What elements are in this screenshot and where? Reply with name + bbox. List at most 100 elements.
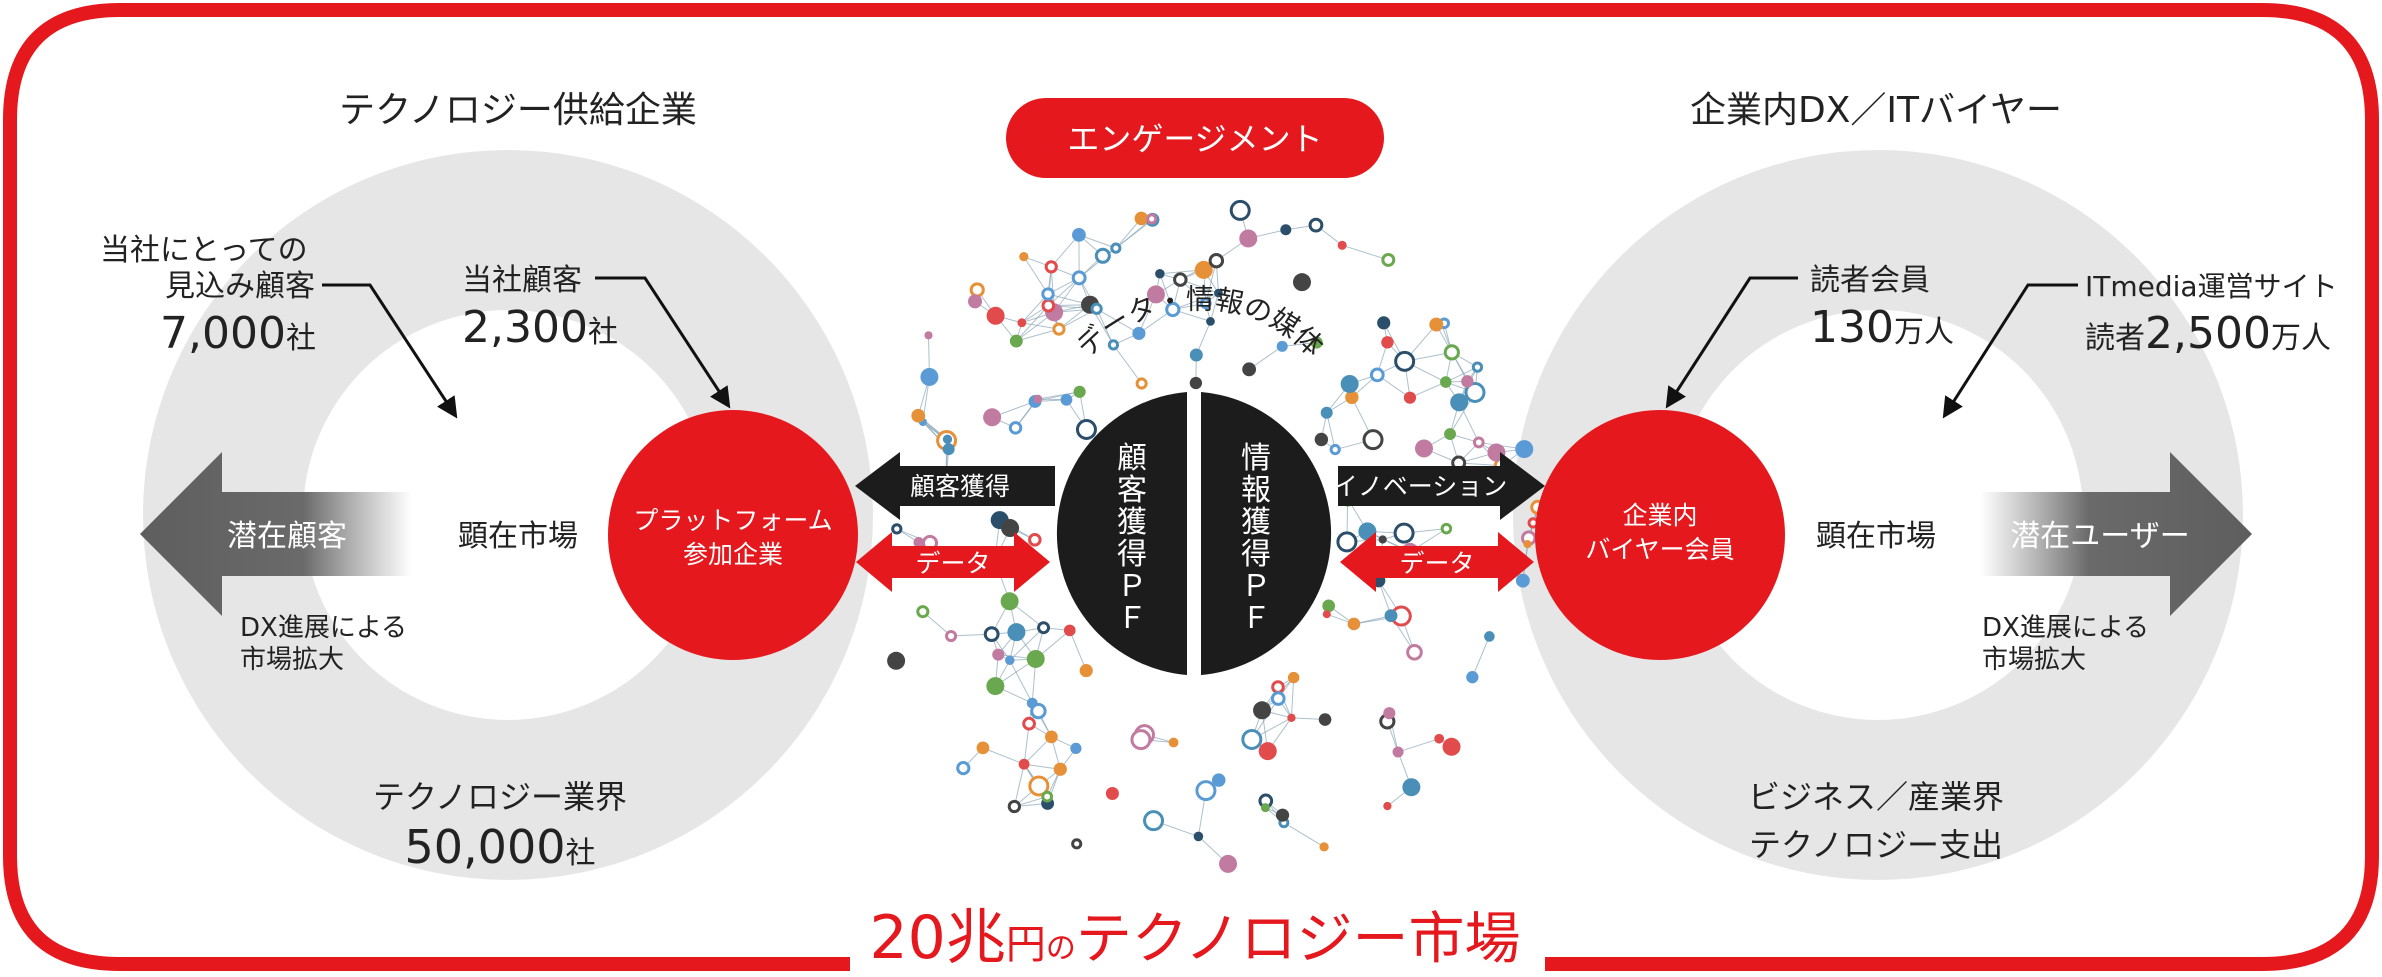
network-node (1206, 317, 1215, 326)
innovation-label: イノベーション (1333, 472, 1508, 501)
network-node (976, 741, 990, 755)
network-link (1115, 218, 1153, 249)
network-node (1440, 376, 1452, 388)
network-node (1193, 831, 1204, 842)
network-node (1450, 393, 1469, 412)
right-data-arrow (1340, 532, 1534, 592)
network-link (1397, 738, 1440, 753)
network-link (1209, 292, 1219, 322)
platform-companies-line-2: 参加企業 (683, 540, 783, 569)
network-node (1041, 790, 1054, 803)
network-node (1466, 671, 1479, 684)
pf-label-char: Ｐ (1117, 569, 1147, 604)
network-node (1381, 252, 1396, 267)
network-node (1199, 297, 1212, 310)
network-node (1219, 854, 1238, 873)
network-node (1073, 385, 1086, 398)
network-link (1445, 366, 1478, 383)
network-node (1369, 367, 1385, 383)
network-node (1105, 786, 1119, 801)
network-node (1515, 573, 1530, 588)
network-node (1143, 810, 1165, 832)
network-node (1063, 624, 1076, 637)
network-node (1280, 224, 1292, 236)
network-link (1283, 822, 1325, 848)
network-node (956, 761, 971, 776)
left-dx-1: DX進展による (240, 613, 407, 643)
network-node (1429, 317, 1444, 332)
right-title: 企業内DX／ITバイヤー (1690, 90, 2062, 131)
network-node (1345, 390, 1359, 405)
network-node (1392, 746, 1404, 758)
network-node (1275, 808, 1290, 822)
network-node (1329, 443, 1341, 456)
network-node (887, 651, 906, 670)
network-node (1403, 391, 1417, 404)
network-node (1229, 199, 1251, 221)
network-node (920, 367, 939, 386)
network-node (1195, 780, 1217, 802)
right-dx-2: 市場拡大 (1982, 645, 2086, 675)
readers-count: 130万人 (1810, 302, 1954, 353)
network-link (1013, 764, 1025, 807)
network-node (1440, 522, 1453, 535)
network-node (1314, 432, 1329, 447)
network-node (1287, 713, 1296, 722)
sites-label: ITmedia運営サイト (2085, 270, 2338, 303)
engagement-pill (1006, 98, 1384, 178)
network-node (1444, 428, 1456, 440)
network-node (1318, 713, 1332, 726)
right-market-ring (1513, 150, 2243, 880)
network-node (1394, 350, 1416, 372)
network-node (945, 629, 958, 643)
network-node (1130, 729, 1152, 751)
network-node (1017, 318, 1027, 328)
network-node (1378, 535, 1387, 544)
network-link (1096, 308, 1114, 346)
network-node (1000, 592, 1019, 611)
network-node (1471, 361, 1484, 373)
pf-label-char: 客 (1117, 473, 1147, 508)
network-node (1347, 617, 1361, 631)
customer-acquisition-pf-half (1056, 392, 1187, 675)
network-link (1113, 344, 1143, 384)
network-node (1022, 716, 1036, 731)
network-node (1005, 655, 1015, 666)
network-node (1336, 531, 1358, 553)
network-link (1050, 234, 1080, 268)
industry-label: テクノロジー業界 (373, 778, 627, 816)
pf-label-char: Ｐ (1241, 569, 1271, 604)
network-node (924, 331, 933, 340)
platform-companies-circle (608, 410, 858, 660)
network-node (1007, 623, 1026, 642)
buyer-members-circle (1535, 410, 1785, 660)
network-node (1258, 742, 1277, 761)
innovation-arrow (1338, 452, 1545, 520)
customer-pointer (595, 276, 731, 409)
network-node (968, 294, 983, 309)
network-node (1442, 737, 1461, 756)
network-node (1155, 269, 1165, 279)
prospect-label-2: 見込み顧客 (165, 269, 315, 304)
network-node (1135, 377, 1148, 390)
network-link (1290, 677, 1295, 718)
customer-acquisition-label: 顧客獲得 (910, 472, 1010, 501)
network-link (1015, 305, 1049, 342)
network-node (1322, 610, 1331, 619)
left-potential-label: 潜在顧客 (227, 519, 347, 554)
pf-label-char: Ｆ (1117, 601, 1147, 636)
network-link (1016, 328, 1060, 342)
network-node (942, 443, 955, 456)
network-node (1041, 298, 1056, 313)
network-node (983, 626, 1000, 643)
info-acquisition-pf-half (1201, 392, 1332, 675)
network-link (1037, 391, 1080, 400)
network-node (1168, 737, 1179, 748)
network-node (1292, 273, 1311, 292)
network-node (1415, 439, 1434, 458)
sites-pointer (1942, 283, 2078, 419)
network-node (1026, 649, 1045, 668)
network-node (911, 408, 926, 423)
industry-count: 50,000社 (405, 820, 596, 874)
